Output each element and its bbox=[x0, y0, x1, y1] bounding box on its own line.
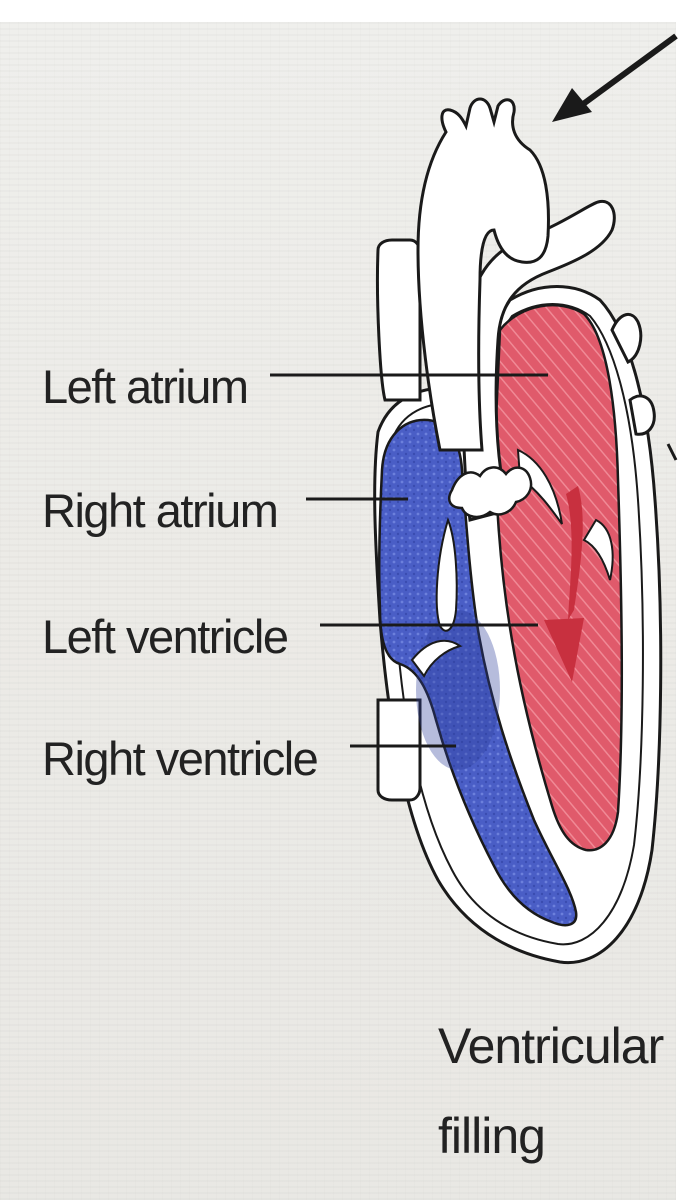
tricuspid-valve bbox=[410, 639, 463, 678]
label-right-atrium: Right atrium bbox=[42, 484, 277, 537]
aorta bbox=[416, 97, 550, 452]
left-heart-chambers bbox=[494, 303, 624, 852]
mitral-valve-right bbox=[582, 518, 614, 581]
label-left-atrium: Left atrium bbox=[42, 360, 248, 413]
pointer-arrow-icon bbox=[552, 33, 678, 122]
blood-flow-arrow-icon bbox=[544, 486, 584, 682]
edge-tick-mark bbox=[666, 443, 678, 461]
pulmonary-vein-lower bbox=[628, 394, 656, 436]
label-right-ventricle: Right ventricle bbox=[42, 732, 318, 785]
semilunar-valves bbox=[448, 466, 533, 519]
right-heart-chambers bbox=[377, 418, 578, 927]
caption-line-2: filling bbox=[438, 1108, 545, 1164]
pulmonary-vein-upper bbox=[610, 313, 643, 365]
label-left-ventricle: Left ventricle bbox=[42, 610, 288, 663]
caption-line-1: Ventricular bbox=[438, 1018, 664, 1074]
interatrial-septum bbox=[435, 516, 458, 632]
inferior-vena-cava bbox=[376, 698, 422, 802]
